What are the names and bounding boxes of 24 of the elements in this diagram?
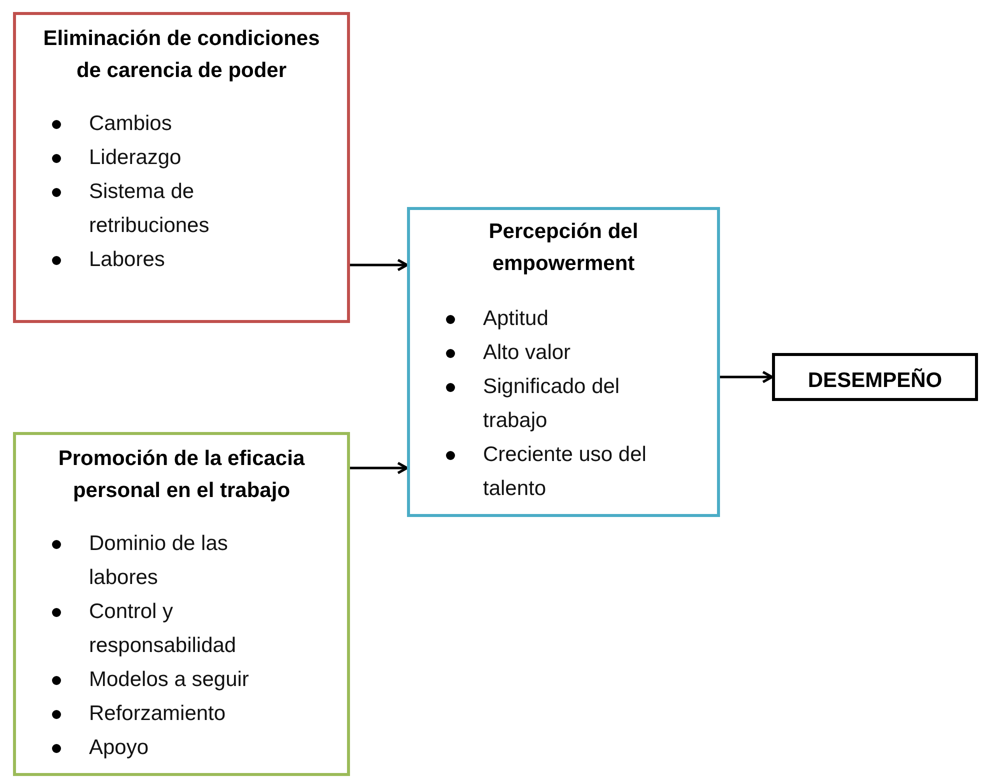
box-heading: Promoción de la eficacia personal en el trabajo (57, 446, 306, 504)
list-item: Modelos a seguir (89, 667, 250, 693)
list-item: Aptitud (483, 306, 550, 332)
list-item: Labores (89, 247, 166, 273)
box-heading: Percepción del empowerment (488, 219, 640, 277)
list-item: Creciente uso del talento (483, 442, 648, 502)
list-item: Significado del trabajo (483, 374, 621, 434)
box-heading: Eliminación de condiciones de carencia de poder (42, 26, 321, 84)
process-box (13, 12, 350, 323)
process-box (407, 207, 720, 517)
arrow (350, 258, 408, 272)
box-heading: DESEMPEÑO (806, 367, 944, 394)
list-item: Reforzamiento (89, 701, 227, 727)
list-item: Liderazgo (89, 145, 182, 171)
list-item: Cambios (89, 111, 173, 137)
result-box (772, 353, 978, 401)
process-box (13, 432, 350, 776)
list-item: Sistema de retribuciones (89, 179, 210, 239)
arrow (350, 462, 408, 474)
list-item: Apoyo (89, 735, 150, 761)
list-item: Control y responsabilidad (89, 599, 238, 659)
list-item: Dominio de las labores (89, 531, 229, 591)
list-item: Alto valor (483, 340, 572, 366)
arrow (720, 370, 774, 384)
